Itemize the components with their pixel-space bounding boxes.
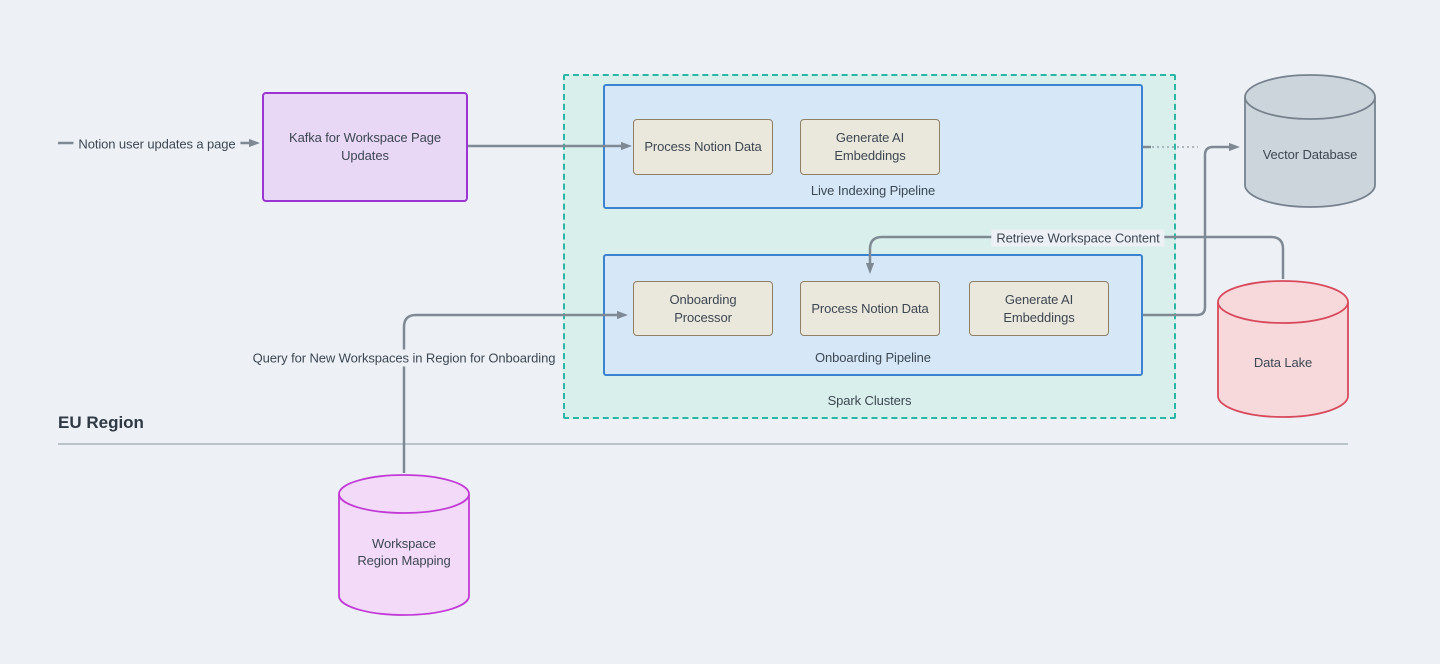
live-process-notion-data-label: Process Notion Data [644, 139, 762, 155]
onboarding-generate-ai-embeddings-label: Generate AI Embeddings [1003, 291, 1075, 325]
onboarding-processor-label: Onboarding Processor [669, 291, 737, 325]
live-indexing-pipeline-label: Live Indexing Pipeline [810, 183, 936, 199]
onboarding-process-notion-data-label: Process Notion Data [811, 300, 929, 316]
kafka-node: Kafka for Workspace Page Updates [262, 92, 468, 202]
spark-clusters-label: Spark Clusters [827, 393, 912, 409]
kafka-node-label: Kafka for Workspace Page Updates [289, 130, 441, 163]
live-process-notion-data: Process Notion Data [633, 119, 773, 175]
onboarding-processor: Onboarding Processor [633, 281, 773, 336]
onboarding-process-notion-data: Process Notion Data [800, 281, 940, 336]
live-generate-ai-embeddings-label: Generate AI Embeddings [834, 130, 906, 163]
live-generate-ai-embeddings: Generate AI Embeddings [800, 119, 940, 175]
onboarding-pipeline-label: Onboarding Pipeline [815, 350, 931, 366]
onboarding-generate-ai-embeddings: Generate AI Embeddings [969, 281, 1109, 336]
